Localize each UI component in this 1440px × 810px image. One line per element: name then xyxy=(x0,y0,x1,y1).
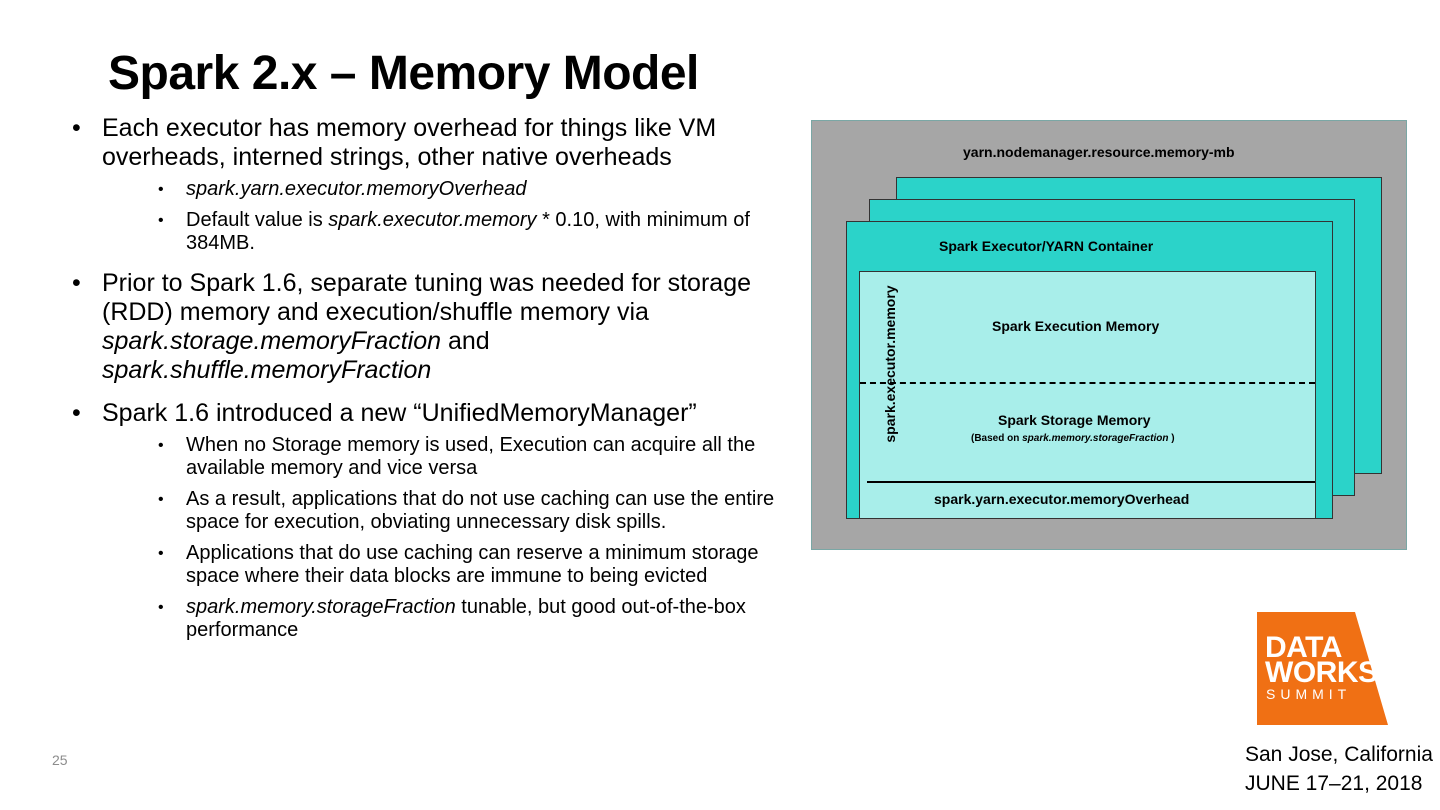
bullet-content: Each executor has memory overhead for th… xyxy=(102,114,797,172)
bullet-marker: • xyxy=(72,399,81,427)
italic-text: spark.memory.storageFraction xyxy=(186,596,456,618)
sub-bullet-item: • spark.yarn.executor.memoryOverhead xyxy=(102,178,797,201)
memory-diagram: yarn.nodemanager.resource.memory-mb Spar… xyxy=(811,120,1407,550)
slide-title: Spark 2.x – Memory Model xyxy=(108,47,699,100)
logo-line1: DATA xyxy=(1265,631,1342,664)
sub-bullet-list: • When no Storage memory is used, Executi… xyxy=(102,434,797,642)
execution-storage-divider xyxy=(860,382,1315,384)
sub-bullet-marker: • xyxy=(158,599,164,616)
storage-memory-label: Spark Storage Memory xyxy=(998,412,1151,428)
storage-note-prefix: (Based on xyxy=(971,433,1023,444)
logo-background-shape xyxy=(1257,612,1388,725)
bullet-text: As a result, applications that do not us… xyxy=(186,488,775,533)
overhead-divider xyxy=(867,481,1315,483)
dataworks-summit-logo: DATA WORKS SUMMIT xyxy=(1257,612,1388,725)
italic-text: spark.executor.memory xyxy=(328,209,537,231)
bullet-text: Applications that do use caching can res… xyxy=(186,542,759,587)
bullet-marker: • xyxy=(72,114,81,142)
bullet-item: • Prior to Spark 1.6, separate tuning was… xyxy=(72,269,797,385)
sub-bullet-marker: • xyxy=(158,181,164,198)
sub-bullet-marker: • xyxy=(158,545,164,562)
bullet-text: Each executor has memory overhead for th… xyxy=(102,114,717,171)
sub-bullet-item: •Default value is spark.executor.memory … xyxy=(102,209,797,255)
bullet-text: Prior to Spark 1.6, separate tuning was … xyxy=(102,269,751,326)
executor-memory-label: spark.executor.memory xyxy=(882,285,898,443)
bullet-text: When no Storage memory is used, Executio… xyxy=(186,434,756,479)
logo-line2: WORKS xyxy=(1265,656,1378,689)
sub-bullet-marker: • xyxy=(158,212,164,229)
executor-memory-region: spark.executor.memory Spark Execution Me… xyxy=(859,271,1316,519)
bullet-item: • Spark 1.6 introduced a new “UnifiedMemo… xyxy=(72,399,797,642)
node-memory-label: yarn.nodemanager.resource.memory-mb xyxy=(963,144,1235,160)
storage-memory-note: (Based on spark.memory.storageFraction ) xyxy=(971,433,1175,444)
container-label: Spark Executor/YARN Container xyxy=(939,238,1154,254)
italic-text: spark.yarn.executor.memoryOverhead xyxy=(186,178,527,200)
event-info: San Jose, California JUNE 17–21, 2018 xyxy=(1245,740,1433,798)
bullet-text: tunable, but good out-of-the-box perform… xyxy=(186,596,746,641)
page-number: 25 xyxy=(52,752,68,768)
bullet-text: Default value is xyxy=(186,209,329,231)
italic-text: spark.storage.memoryFraction xyxy=(102,327,442,355)
bullet-content: Prior to Spark 1.6, separate tuning was … xyxy=(102,269,797,385)
logo-line3: SUMMIT xyxy=(1266,686,1352,702)
sub-bullet-item: • As a result, applications that do not u… xyxy=(102,488,797,534)
storage-note-suffix: ) xyxy=(1168,433,1175,444)
event-dates: JUNE 17–21, 2018 xyxy=(1245,772,1423,795)
sub-bullet-item: • spark.memory.storageFraction tunable, b… xyxy=(102,596,797,642)
execution-memory-label: Spark Execution Memory xyxy=(992,318,1160,334)
memory-overhead-label: spark.yarn.executor.memoryOverhead xyxy=(934,491,1190,507)
sub-bullet-marker: • xyxy=(158,491,164,508)
sub-bullet-item: • When no Storage memory is used, Executi… xyxy=(102,434,797,480)
container-layer-front: Spark Executor/YARN Container spark.exec… xyxy=(846,221,1333,519)
bullet-text: * 0.10, with minimum of 384MB. xyxy=(186,209,750,254)
sub-bullet-list: • spark.yarn.executor.memoryOverhead • Defa… xyxy=(102,178,797,255)
bullet-list: • Each executor has memory overhead for t… xyxy=(72,114,797,656)
event-location: San Jose, California xyxy=(1245,743,1433,766)
sub-bullet-item: • Applications that do use caching can re… xyxy=(102,542,797,588)
bullet-content: Spark 1.6 introduced a new “UnifiedMemor… xyxy=(102,399,797,428)
bullet-item: • Each executor has memory overhead for t… xyxy=(72,114,797,255)
bullet-text: Spark 1.6 introduced a new “UnifiedMemor… xyxy=(102,399,697,427)
bullet-marker: • xyxy=(72,269,81,297)
italic-text: spark.shuffle.memoryFraction xyxy=(102,356,432,384)
storage-note-param: spark.memory.storageFraction xyxy=(1022,433,1169,444)
sub-bullet-marker: • xyxy=(158,437,164,454)
bullet-text: and xyxy=(441,327,490,355)
